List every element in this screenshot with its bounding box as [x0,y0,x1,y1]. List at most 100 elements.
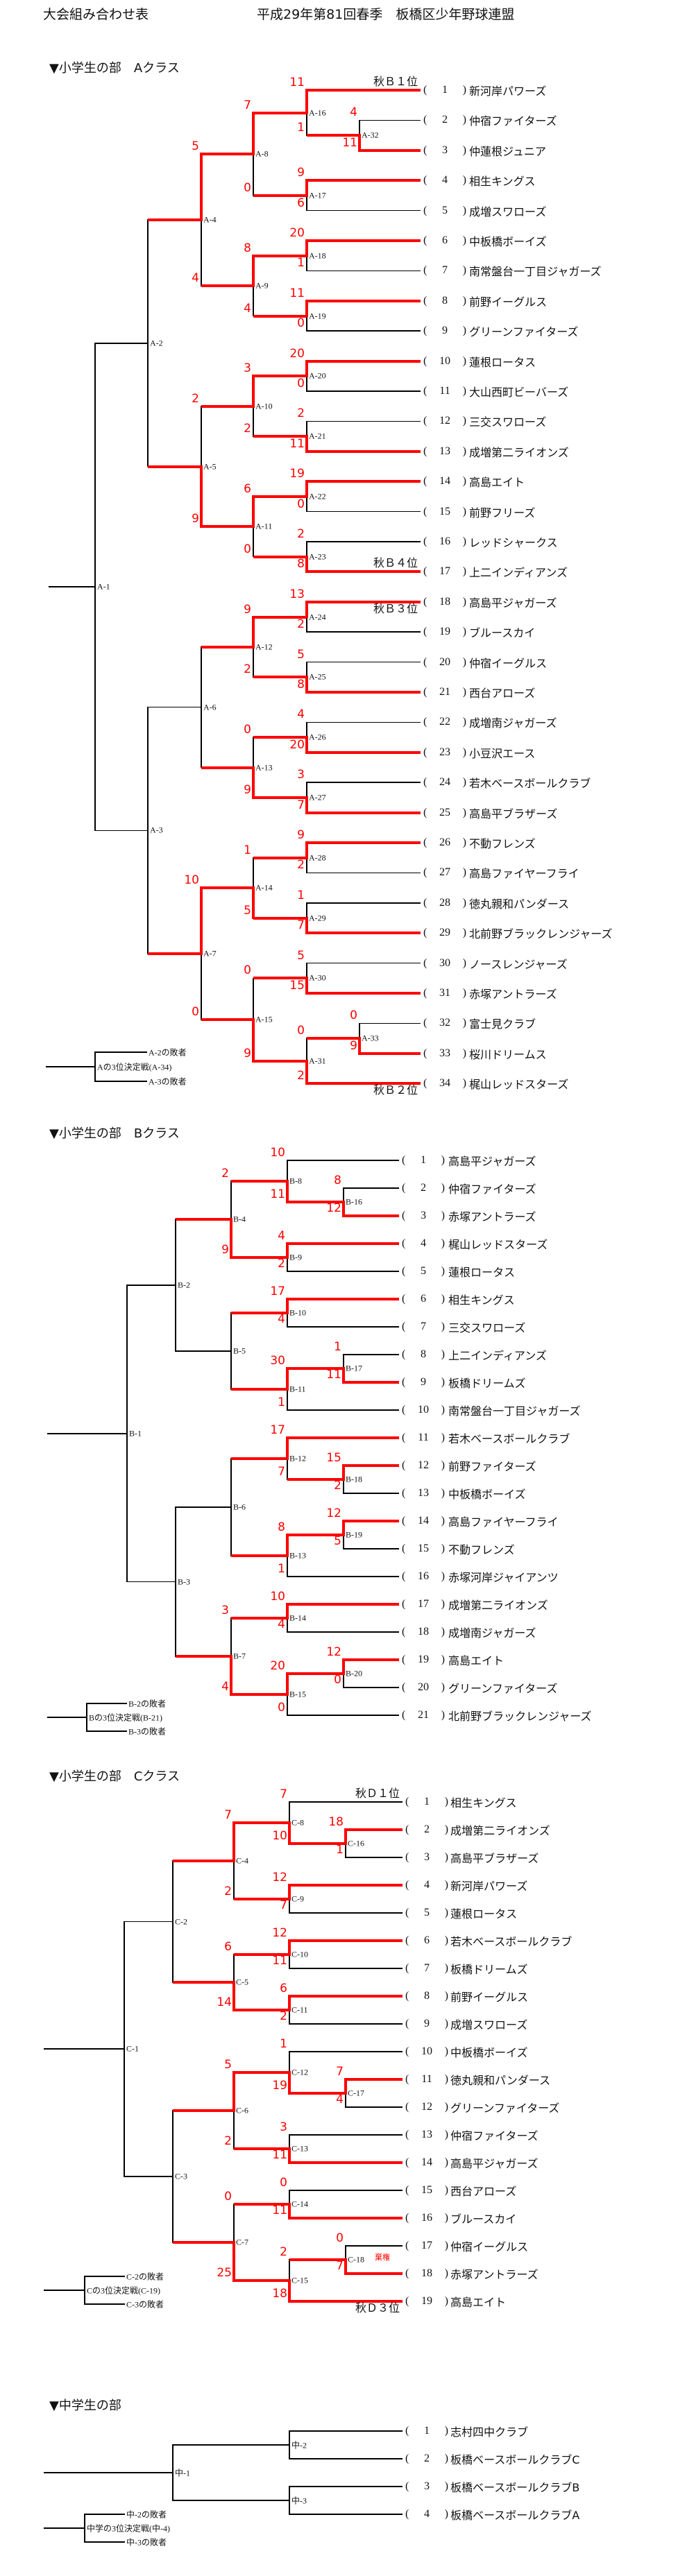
third-place-arm [95,1081,147,1082]
team-line [307,1082,421,1085]
team-seed: (32) [423,1017,466,1029]
match-score: 2 [297,617,305,632]
match-score: 1 [297,121,305,135]
team-entry: (25)高島平ブラザーズ [423,805,557,821]
team-line [344,1214,399,1217]
team-line [289,1995,403,1998]
team-entry: (11)若木ベースボールクラブ [402,1429,570,1446]
bracket-line [148,465,201,468]
bracket-line [253,435,307,438]
paren-close: ) [444,1796,448,1808]
team-entry: (2)板橋ベースボールクラブC [405,2450,579,2467]
match-score: 1 [297,888,305,902]
paren-close: ) [462,746,466,758]
match-label: B-8 [289,1176,302,1186]
team-line [344,1658,399,1661]
match-score: 11 [272,2204,287,2217]
winner-path [252,375,255,408]
bracket-line [173,2241,234,2244]
match-score: 0 [224,2190,232,2204]
team-entry: (15)西台アローズ [405,2182,516,2199]
third-place-connector [86,1703,87,1732]
team-seed: (31) [423,987,466,999]
bracket-line [176,1655,231,1658]
paren-open: ( [402,1348,406,1360]
team-entry: (11)徳丸親和パンダース [405,2071,550,2088]
team-line [307,750,421,754]
match-score: 1 [334,1340,341,1354]
third-place-top: 中-2の敗者 [126,2509,167,2520]
match-score: 0 [336,2231,344,2245]
team-seed: (28) [423,897,466,909]
winner-path [288,2071,291,2095]
paren-open: ( [402,1404,406,1416]
paren-open: ( [402,1515,406,1527]
winner-path [286,1436,289,1460]
team-number: 6 [421,1293,426,1305]
match-label: A-12 [255,642,273,652]
team-entry: (15)不動フレンズ [402,1540,515,1557]
paren-close: ) [444,2267,448,2279]
team-line [289,2051,403,2052]
team-number: 13 [439,445,450,457]
team-number: 9 [424,2018,430,2029]
paren-open: ( [423,354,428,367]
paren-open: ( [423,987,428,999]
paren-close: ) [462,927,466,939]
match-score: 0 [350,1008,357,1023]
winner-path [252,615,255,649]
team-name: 板橋ドリームズ [448,1377,526,1390]
winner-path [286,1180,289,1203]
team-seed: (18) [402,1626,445,1638]
paren-close: ) [441,1681,445,1693]
team-entry: (16)レッドシャークス [423,533,558,550]
team-entry: (13)中板橋ボーイズ [402,1485,526,1502]
match-score: 4 [244,301,251,316]
match-score: 10 [272,1829,287,1843]
team-number: 2 [421,1182,426,1194]
match-label: A-16 [309,108,326,118]
match-score: 2 [244,422,251,436]
team-name: 若木ベースボールクラブ [448,1432,570,1445]
team-entry: (31)赤塚アントラーズ [423,985,557,1002]
team-number: 18 [418,1626,429,1638]
team-name: 不動フレンズ [469,837,536,850]
paren-close: ) [462,174,466,187]
team-line [344,1493,399,1494]
team-entry: (20)グリーンファイターズ [402,1679,557,1696]
match-score: 10 [184,873,199,888]
winner-path [305,796,308,814]
paren-open: ( [402,1321,406,1332]
team-name: 中板橋ボーイズ [469,235,547,248]
winner-path [286,1603,289,1620]
team-seed: (15) [423,506,466,518]
match-label: C-8 [291,1817,304,1828]
match-score: 12 [326,1645,341,1659]
paren-open: ( [423,535,428,547]
bracket-line [201,645,253,649]
team-number: 4 [421,1237,426,1249]
bracket-line [234,1821,289,1824]
match-score: 0 [244,180,251,195]
bracket-line [231,1693,287,1696]
team-seed: (18) [423,596,466,608]
third-place-arm [85,2514,125,2515]
team-seed: (4) [423,174,466,187]
team-line [346,2078,403,2081]
match-label: C-15 [291,2275,308,2285]
team-number: 1 [421,1154,426,1166]
winner-path [286,1298,289,1314]
match-score: 3 [244,361,251,376]
team-line [307,420,421,422]
team-seed: (10) [423,355,466,368]
team-number: 6 [442,234,448,246]
paren-close: ) [462,144,466,156]
team-entry: (32)富士見クラブ [423,1015,536,1031]
team-name: 富士見クラブ [469,1017,536,1031]
bracket-line [253,856,307,859]
team-name: 赤塚アントラーズ [448,1210,536,1223]
third-place-bottom: 中-3の敗者 [126,2537,167,2548]
paren-close: ) [441,1432,445,1443]
bracket-line [231,1256,287,1259]
team-line [289,2514,403,2515]
